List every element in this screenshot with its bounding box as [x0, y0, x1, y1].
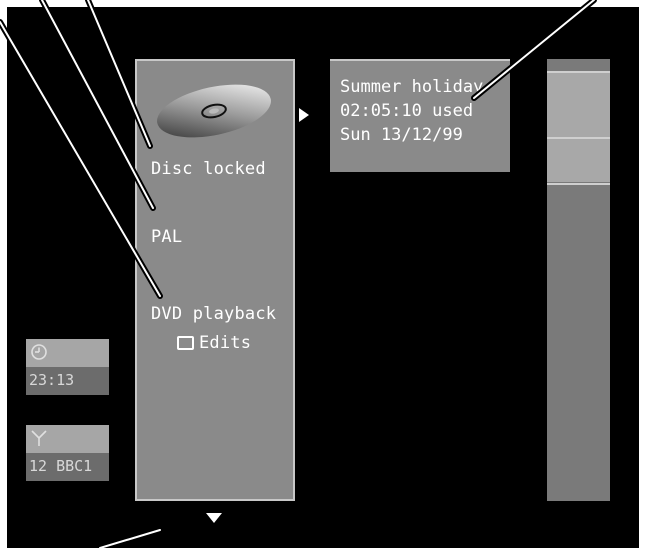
- clock-icon: [31, 344, 47, 360]
- title-info-panel[interactable]: Summer holiday 02:05:10 used Sun 13/12/9…: [330, 59, 510, 172]
- title-time-used: 02:05:10 used: [340, 101, 474, 121]
- arrow-down-icon[interactable]: [206, 513, 222, 523]
- scrollbar-divider: [547, 183, 610, 185]
- video-system-label: PAL: [151, 227, 183, 247]
- clock-time: 23:13: [29, 371, 75, 389]
- tuner-indicator: 12 BBC1: [26, 425, 109, 481]
- edits-label: Edits: [199, 333, 252, 353]
- antenna-icon: [31, 430, 47, 446]
- tuner-channel: 12 BBC1: [29, 457, 93, 475]
- title-scrollbar[interactable]: [547, 59, 610, 501]
- scrollbar-divider: [547, 71, 610, 73]
- arrow-right-icon[interactable]: [299, 108, 309, 122]
- edits-option[interactable]: Edits: [177, 333, 251, 353]
- playback-mode-label: DVD playback: [151, 304, 277, 324]
- scrollbar-divider: [547, 137, 610, 139]
- edits-checkbox-icon[interactable]: [177, 336, 194, 350]
- disc-icon: [157, 84, 271, 138]
- scrollbar-thumb[interactable]: [547, 71, 610, 182]
- title-name: Summer holiday: [340, 77, 484, 97]
- clock-indicator: 23:13: [26, 339, 109, 395]
- osd-screen: Disc locked PAL DVD playback Edits Summe…: [7, 7, 639, 548]
- disc-status-label: Disc locked: [151, 159, 266, 179]
- disc-info-panel: Disc locked PAL DVD playback Edits: [135, 59, 295, 501]
- title-date: Sun 13/12/99: [340, 125, 463, 145]
